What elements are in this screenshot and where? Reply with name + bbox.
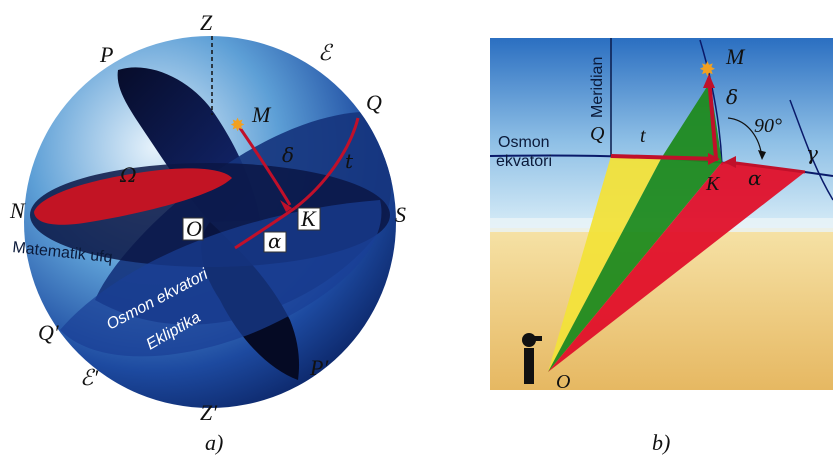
panel-a-celestial-sphere: ✸ Z P ℰ Q M Ω δ t N S O K α Matematik uf… [9,10,406,455]
box-O [182,217,204,241]
label-b-t: t [640,125,646,147]
label-b-alpha: α [748,166,762,190]
green-triangle [548,82,722,372]
label-b-gamma: γ [806,141,818,165]
t-arrow-head [708,153,720,165]
label-Omega: Ω [119,163,137,187]
label-delta: δ [282,143,294,167]
star-marker: ✸ [230,115,245,135]
label-b-delta: δ [726,85,738,109]
right-ascension-arc [234,206,296,250]
text-equator-line1: Osmon [498,134,550,151]
panel-b-equatorial-coordinates: ✸ Meridian M δ 90° Q t Osmon ekvatori γ … [490,38,833,455]
label-b-K: K [705,173,721,195]
red-triangle [548,162,805,372]
label-b-M: M [725,44,746,69]
label-P: P [99,42,113,67]
text-meridian: Meridian [589,57,606,118]
label-alpha: α [268,229,282,253]
box-alpha [263,231,287,253]
label-E: ℰ [318,40,334,65]
arrow-head [280,200,292,212]
box-K [297,207,321,231]
delta-arrow-head [703,74,715,88]
label-Q: Q [366,90,382,115]
caption-b: b) [652,430,670,455]
delta-arrow [707,77,718,159]
label-Z: Z [200,10,213,35]
caption-a: a) [205,430,223,455]
label-Z-prime: Z′ [200,400,218,425]
label-M: M [251,102,272,127]
text-equator-line2: ekvatori [496,153,552,170]
alpha-arrow [727,160,806,174]
yellow-triangle [548,156,662,372]
label-P-prime: P′ [309,355,329,380]
ecliptic-curve [789,99,833,201]
ecliptic-band [60,200,382,357]
label-t: t [345,149,354,173]
label-O: O [186,216,202,241]
label-b-O: O [556,371,570,393]
label-K: K [300,206,317,231]
label-S: S [395,202,406,227]
star-M-marker: ✸ [699,59,716,81]
hour-circle-curve [699,39,723,166]
label-b-right-angle: 90° [754,115,782,137]
label-N: N [9,198,26,223]
label-b-Q: Q [590,123,605,145]
observer-silhouette [522,333,542,384]
alpha-arrow-head [724,156,736,168]
label-Q-prime: Q′ [38,320,60,345]
label-E-prime: ℰ′ [80,365,99,390]
hour-angle-arc [294,117,360,210]
declination-arc [238,127,292,206]
t-arrow [610,154,719,161]
ecliptic-plane [34,168,232,225]
